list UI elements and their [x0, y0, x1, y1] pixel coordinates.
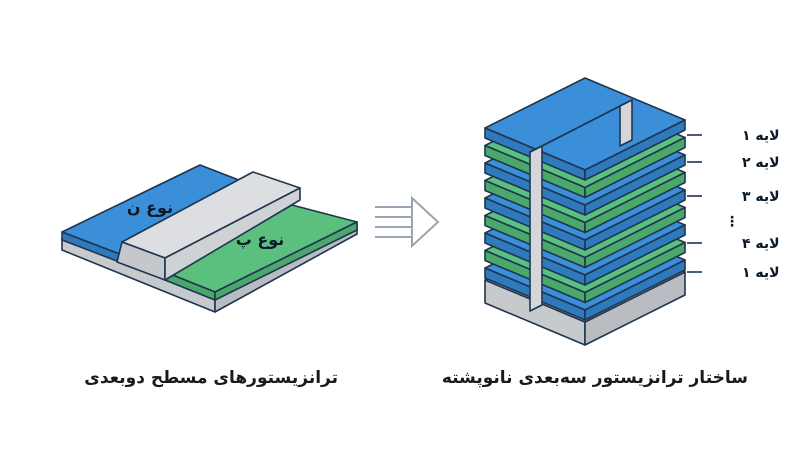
layer-front-right — [584, 241, 686, 304]
gate-pillar-front — [529, 145, 543, 312]
layer-front-right — [584, 154, 686, 216]
n-type-label: نوع ن — [127, 198, 173, 217]
layer-label: لایه ۱ — [742, 265, 780, 281]
layer-label: لایه ۲ — [742, 155, 780, 171]
layer-labels: لایه ۱ لایه ۲ لایه ۳⋮لایه ۴ لایه ۱ — [687, 128, 780, 281]
layer-label: لایه ۱ — [742, 128, 780, 144]
layer-label: لایه ۳ — [742, 189, 780, 205]
layer-label: ⋮ — [725, 214, 739, 230]
nanosheet-caption: ساختار ترانزیستور سه‌بعدی نانوپشته — [441, 368, 748, 388]
planar-transistor — [61, 164, 358, 313]
layer-front-right — [584, 224, 686, 286]
gate-pillar — [529, 99, 633, 312]
transition-arrow-icon — [375, 195, 440, 249]
gate-side — [164, 187, 301, 281]
layer-front-right — [584, 171, 686, 234]
p-type-label: نوع پ — [236, 230, 285, 250]
layer-label: لایه ۴ — [742, 236, 780, 252]
layer-front-right — [584, 119, 686, 181]
layer-front-right — [584, 206, 686, 269]
p-region-front-right — [214, 221, 358, 301]
planar-caption: ترانزیستورهای مسطح دوبعدی — [84, 368, 338, 388]
gate-pillar-back — [619, 99, 633, 147]
layer-front-right — [584, 259, 686, 321]
layer-front-right — [584, 189, 686, 251]
layer-front-right — [584, 136, 686, 199]
